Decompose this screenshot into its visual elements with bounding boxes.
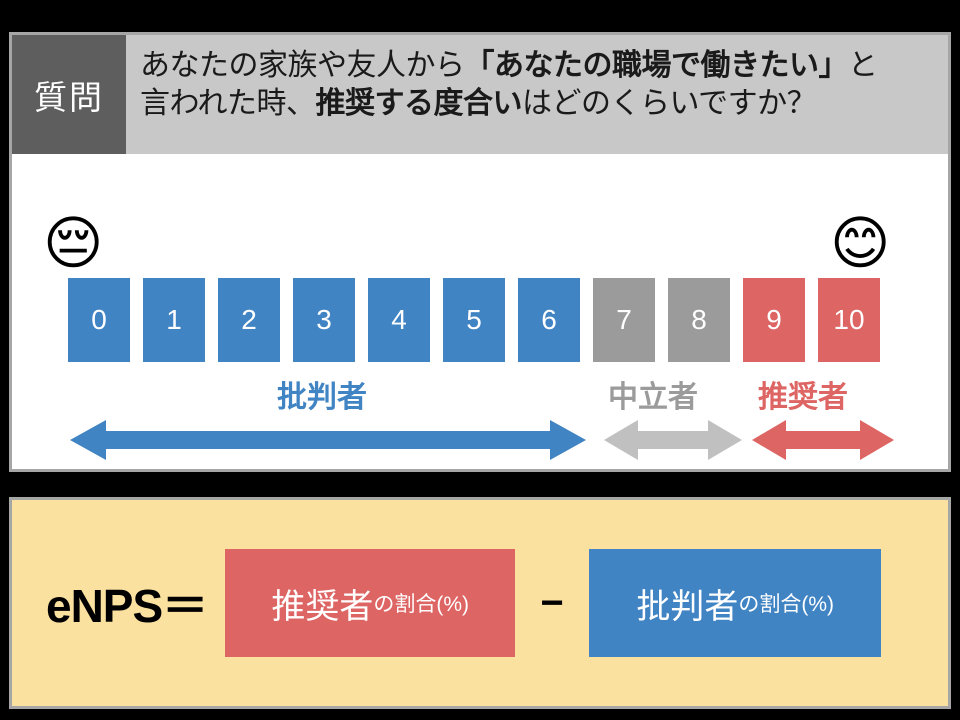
enps-formula-panel: eNPS＝ 推奨者の割合(%) − 批判者の割合(%) (9, 497, 951, 709)
group-label-detractors: 批判者 (277, 381, 367, 414)
question-card: 質問 あなたの家族や友人から「あなたの職場で働きたい」と 言われた時、推奨する度… (9, 32, 951, 472)
formula-term-promoters: 推奨者の割合(%) (225, 549, 516, 657)
rating-box-8[interactable]: 8 (668, 278, 730, 362)
rating-boxes-row: 0 1 2 3 4 5 6 7 8 9 10 (68, 278, 896, 362)
rating-box-5[interactable]: 5 (443, 278, 505, 362)
question-line1-emphasis: 「あなたの職場で働きたい」 (464, 49, 849, 82)
enps-label: eNPS＝ (46, 580, 208, 632)
smiling-face-icon: 😊 (830, 209, 891, 277)
rating-scale-area: 😔 😊 0 1 2 3 4 5 6 7 8 9 10 批判者 中立者 推奨者 (12, 154, 948, 472)
formula-term-detractors: 批判者の割合(%) (589, 549, 882, 657)
question-line2-part1: 言われた時、 (140, 87, 316, 121)
question-header: 質問 あなたの家族や友人から「あなたの職場で働きたい」と 言われた時、推奨する度… (12, 35, 948, 154)
question-text: あなたの家族や友人から「あなたの職場で働きたい」と 言われた時、推奨する度合いは… (126, 35, 948, 154)
formula-minus-operator: − (540, 581, 564, 625)
rating-box-7[interactable]: 7 (593, 278, 655, 362)
formula-term-promoters-sub: の割合(%) (373, 593, 469, 616)
formula-term-detractors-sub: の割合(%) (738, 593, 834, 616)
double-arrow-detractors-icon (70, 418, 586, 462)
rating-box-3[interactable]: 3 (293, 278, 355, 362)
group-label-promoters: 推奨者 (758, 381, 848, 414)
rating-box-10[interactable]: 10 (818, 278, 880, 362)
rating-box-9[interactable]: 9 (743, 278, 805, 362)
rating-box-0[interactable]: 0 (68, 278, 130, 362)
double-arrow-passives-icon (604, 418, 742, 462)
pensive-face-icon: 😔 (43, 209, 104, 277)
rating-box-6[interactable]: 6 (518, 278, 580, 362)
question-badge-label: 質問 (12, 35, 126, 154)
rating-box-1[interactable]: 1 (143, 278, 205, 362)
group-label-passives: 中立者 (608, 381, 698, 414)
formula-term-promoters-main: 推奨者 (271, 587, 374, 626)
question-line2-emphasis: 推奨する度合い (315, 87, 523, 121)
question-line2-part2: はどのくらいですか？ (522, 87, 817, 121)
rating-box-4[interactable]: 4 (368, 278, 430, 362)
question-line1-part1: あなたの家族や友人から (140, 49, 465, 82)
formula-term-detractors-main: 批判者 (636, 587, 739, 626)
enps-formula-row: eNPS＝ 推奨者の割合(%) − 批判者の割合(%) (12, 500, 948, 706)
double-arrow-promoters-icon (752, 418, 894, 462)
question-line1-part2: と (848, 49, 878, 82)
rating-box-2[interactable]: 2 (218, 278, 280, 362)
